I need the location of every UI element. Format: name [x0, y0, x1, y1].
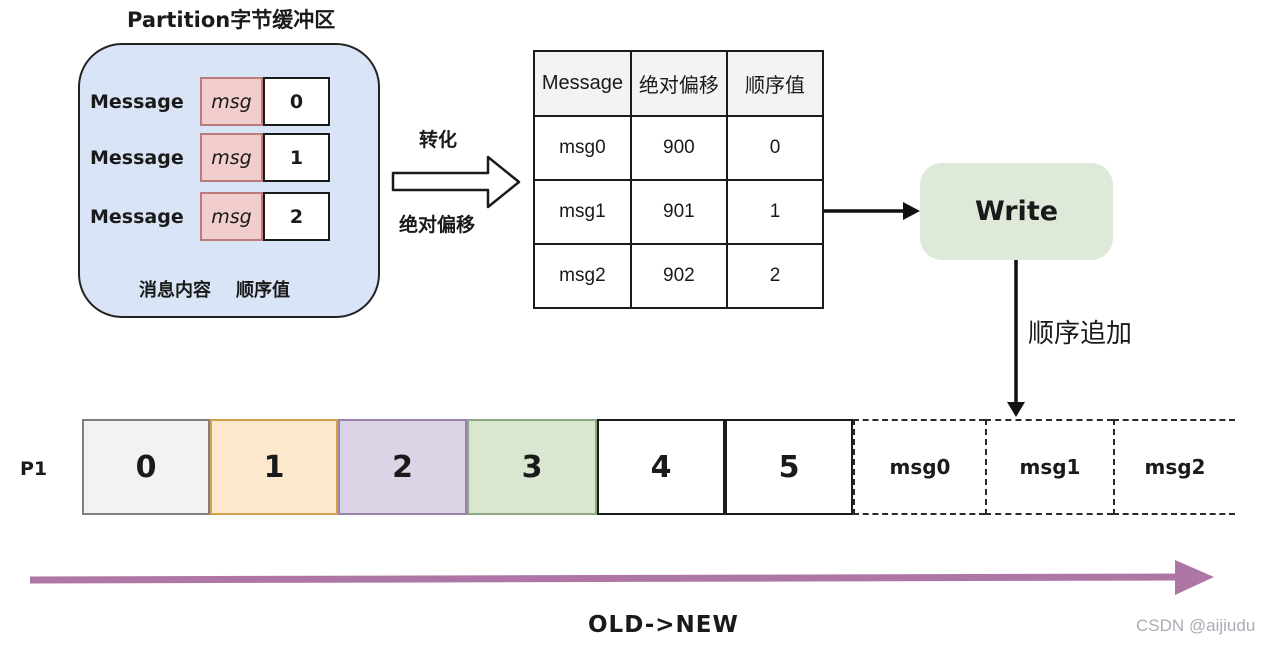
cell-message: msg1: [533, 179, 632, 245]
timeline-arrowhead-icon: [1175, 560, 1214, 595]
log-slot: 1: [210, 419, 338, 515]
table-header-row: Message 绝对偏移 顺序值: [533, 50, 825, 117]
log-slot: 2: [338, 419, 467, 515]
pending-log-slot: msg2: [1113, 419, 1235, 515]
message-row-label: Message: [90, 146, 184, 169]
cell-order: 1: [725, 179, 825, 245]
col-header-order: 顺序值: [725, 50, 825, 117]
message-content-cell: msg: [200, 192, 263, 241]
cell-order: 2: [725, 243, 825, 309]
message-content-cell: msg: [200, 133, 263, 182]
transform-block-arrow-icon: [391, 155, 521, 209]
partition-label: P1: [20, 458, 48, 480]
col-header-offset: 绝对偏移: [629, 50, 728, 117]
pending-log-slot: msg1: [985, 419, 1113, 515]
message-row-label: Message: [90, 90, 184, 113]
append-arrowhead-icon: [1007, 402, 1025, 417]
table-row: msg0 900 0: [533, 115, 825, 181]
pending-log-slot: msg0: [853, 419, 985, 515]
table-row: msg1 901 1: [533, 179, 825, 245]
content-annotation-label: 消息内容: [139, 280, 211, 301]
cell-message: msg0: [533, 115, 632, 181]
message-seq-cell: 0: [263, 77, 330, 126]
cell-offset: 902: [629, 243, 728, 309]
cell-offset: 900: [629, 115, 728, 181]
table-row: msg2 902 2: [533, 243, 825, 309]
absolute-offset-label: 绝对偏移: [399, 214, 476, 236]
log-slot: 5: [725, 419, 853, 515]
cell-offset: 901: [629, 179, 728, 245]
order-annotation-label: 顺序值: [236, 280, 290, 301]
message-seq-cell: 2: [263, 192, 330, 241]
transform-label: 转化: [419, 129, 458, 151]
sequential-append-label: 顺序追加: [1028, 319, 1133, 349]
buffer-title: Partition字节缓冲区: [127, 8, 336, 32]
col-header-message: Message: [533, 50, 632, 117]
cell-order: 0: [725, 115, 825, 181]
log-slot: 4: [597, 419, 725, 515]
message-row-label: Message: [90, 205, 184, 228]
write-node: Write: [920, 163, 1113, 260]
offset-table: Message 绝对偏移 顺序值 msg0 900 0 msg1 901 1 m…: [533, 50, 825, 309]
timeline-arrow-line: [29, 573, 1181, 584]
old-to-new-label: OLD->NEW: [588, 612, 739, 638]
cell-message: msg2: [533, 243, 632, 309]
watermark: CSDN @aijiudu: [1136, 616, 1256, 635]
log-slot: 0: [82, 419, 210, 515]
log-slot: 3: [467, 419, 597, 515]
to-write-arrowhead-icon: [903, 202, 920, 220]
message-seq-cell: 1: [263, 133, 330, 182]
message-content-cell: msg: [200, 77, 263, 126]
